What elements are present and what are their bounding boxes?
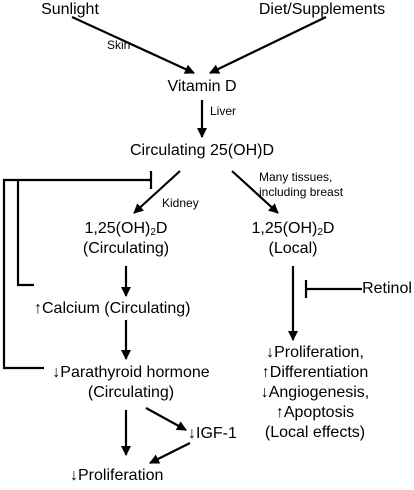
calcitriol-circulating-node: 1,25(OH)2D (Circulating) [56,219,196,259]
pth-line2: (Circulating) [87,384,175,401]
pth-node: ↓Parathyroid hormone (Circulating) [44,363,218,403]
local-effects-line1: ↓Proliferation, [266,344,364,361]
calcitriol-local-node: 1,25(OH)2D (Local) [233,219,353,259]
tissues-label: Many tissues, including breast [259,170,343,200]
liver-label: Liver [210,104,237,118]
arrow-pth-to-igf1 [145,407,187,431]
calcitriol-local-qualifier: (Local) [268,240,318,257]
local-effects-line5: (Local effects) [264,424,366,441]
calcitriol-circulating-qualifier: (Circulating) [82,240,170,257]
local-effects-line4: ↑Apoptosis [275,404,355,421]
pth-line1: ↓Parathyroid hormone [52,364,210,381]
calcitriol-circulating-name: 1,25(OH)2D [84,220,168,238]
arrow-igf1-to-proliferation [149,442,191,464]
igf1-label: ↓IGF-1 [188,425,237,442]
arrow-sunlight-to-vitamin-d [71,16,195,74]
calcium-label: ↑Calcium (Circulating) [34,300,191,317]
proliferation-label: ↓Proliferation [70,467,164,484]
calcitriol-local-name: 1,25(OH)2D [251,220,335,238]
local-effects-line3: ↓Angiogenesis, [260,384,370,401]
circulating-25ohd-label: Circulating 25(OH)D [129,142,275,159]
arrow-25ohd-to-calcitriol-local [231,170,279,214]
tissues-label-line2: including breast [259,185,344,199]
vitamin-d-label: Vitamin D [167,78,237,95]
arrow-diet-to-vitamin-d [209,16,327,74]
tissues-label-line1: Many tissues, [259,170,333,184]
local-effects-node: ↓Proliferation, ↑Differentiation ↓Angiog… [220,343,410,443]
skin-label: Skin [107,38,131,52]
diet-supplements-label: Diet/Supplements [258,1,386,18]
feedback-pth-line [2,178,44,370]
arrow-25ohd-to-calcitriol-circulating [133,170,181,214]
local-effects-line2: ↑Differentiation [261,364,369,381]
retinol-label: Retinol [362,280,412,297]
feedback-calcium-line [16,178,150,287]
sunlight-label: Sunlight [41,1,99,18]
kidney-label: Kidney [162,196,199,210]
